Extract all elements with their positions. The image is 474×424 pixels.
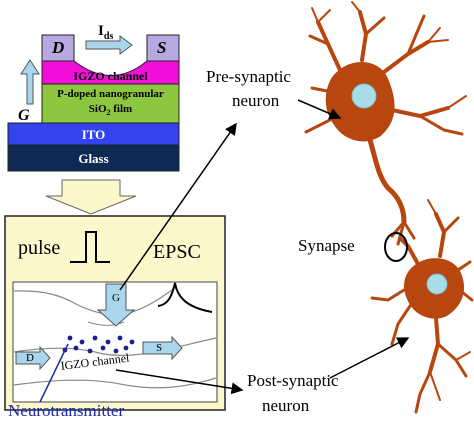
current-symbol: I — [98, 23, 104, 39]
inset-drain-arrow — [15, 345, 51, 371]
inset-source-label: S — [156, 342, 163, 354]
pulse-label: pulse — [18, 237, 61, 259]
dielectric-label-line1: P-doped nanogranular — [57, 88, 164, 100]
igzo-layer-label: IGZO channel — [73, 69, 148, 83]
epsc-label: EPSC — [153, 241, 201, 263]
dielectric-layer — [41, 83, 180, 124]
current-arrow — [85, 35, 133, 55]
postsynaptic-nucleus — [426, 273, 448, 295]
drain-electrode — [41, 34, 75, 62]
synapse-marker — [384, 232, 408, 262]
ion-dots — [62, 335, 135, 354]
pre-neuron-to-device — [119, 122, 237, 291]
dielectric-sio: SiO — [88, 103, 107, 115]
device-stack — [7, 34, 180, 172]
synapse-label: Synapse — [298, 236, 355, 255]
glass-label: Glass — [78, 151, 109, 166]
drain-label: D — [52, 38, 65, 57]
presynaptic-nucleus — [351, 83, 377, 109]
ito-label: ITO — [81, 127, 106, 142]
inset-drain-label: D — [26, 352, 34, 364]
post-neuron-pointer — [329, 337, 410, 379]
dielectric-sub: 2 — [106, 108, 111, 118]
gate-arrow — [20, 59, 40, 105]
inset-gate-label: G — [112, 292, 120, 304]
current-label: Ids — [98, 24, 113, 42]
inset-box — [4, 215, 226, 411]
source-label: S — [157, 38, 167, 57]
dielectric-film: film — [110, 103, 133, 115]
pre-neuron-pointer — [297, 99, 342, 120]
current-subscript: ds — [103, 31, 114, 42]
channel-to-post-label — [115, 369, 244, 395]
pre-synaptic-label-line2: neuron — [232, 91, 280, 110]
neurotransmitter-pointer — [39, 343, 69, 403]
postsynaptic-neuron — [370, 199, 474, 414]
pre-synaptic-label-line1: Pre-synaptic — [206, 67, 291, 86]
presynaptic-membrane — [13, 289, 173, 316]
inset-source-arrow — [142, 335, 183, 361]
post-synaptic-label-line1: Post-synaptic — [247, 371, 339, 390]
inset-gate-arrow — [96, 283, 136, 327]
pulse-wave — [70, 231, 110, 263]
dielectric-label-line2: SiO2 film — [42, 104, 179, 117]
post-synaptic-label-line2: neuron — [262, 396, 310, 415]
epsc-curve — [157, 282, 213, 313]
igzo-layer — [41, 60, 180, 85]
neurotransmitter-label: Neurotransmitter — [8, 401, 125, 420]
presynaptic-neuron — [304, 1, 467, 246]
glass-layer — [7, 144, 180, 172]
channel-membrane-bottom — [13, 377, 217, 389]
process-arrow — [45, 179, 137, 215]
gate-label: G — [18, 107, 30, 124]
